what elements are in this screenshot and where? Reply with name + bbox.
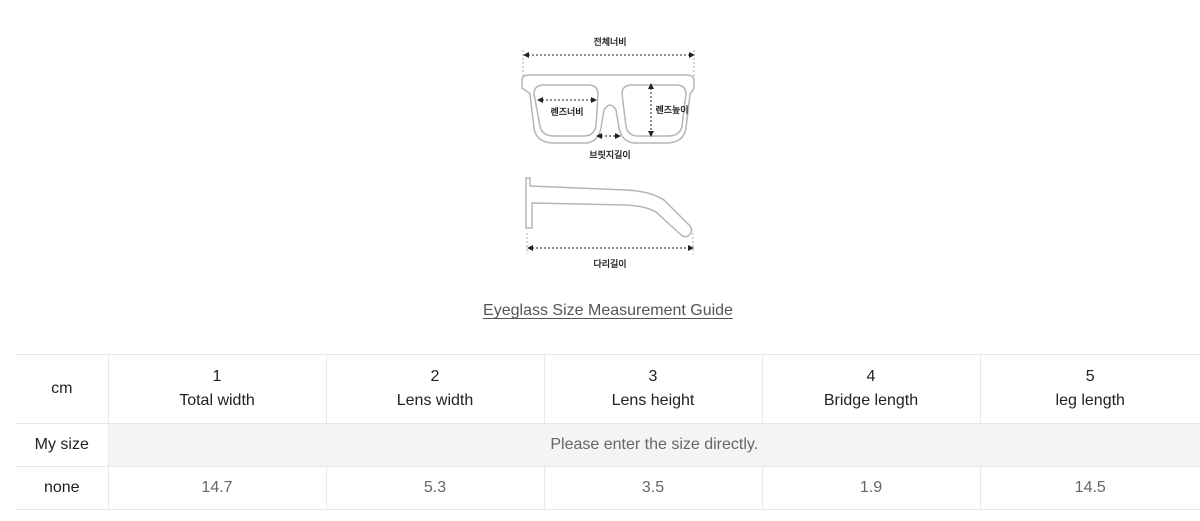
glasses-diagram-svg: 전체너비 렌즈너비 렌즈높이 브릿지길이 다리길이: [521, 36, 695, 270]
column-number: 1: [212, 368, 222, 385]
column-number: 3: [648, 368, 658, 385]
bridge-length-label: 브릿지길이: [589, 149, 630, 161]
right-lens-outline: [621, 84, 687, 137]
my-size-input-hint[interactable]: Please enter the size directly.: [107, 423, 1200, 467]
left-lens-outline: [533, 84, 599, 137]
row-label: none: [16, 466, 108, 510]
guide-link-container: Eyeglass Size Measurement Guide: [0, 302, 1200, 320]
column-header-bridge-length: 4 Bridge length: [761, 354, 980, 424]
lens-width-label: 렌즈너비: [550, 106, 583, 118]
column-number: 2: [430, 368, 440, 385]
value-lens-height: 3.5: [543, 466, 762, 510]
column-header-lens-height: 3 Lens height: [543, 354, 762, 424]
size-table: cm 1 Total width 2 Lens width 3 Lens hei…: [16, 354, 1200, 510]
column-name: leg length: [1055, 392, 1125, 409]
my-size-label: My size: [16, 423, 108, 467]
column-header-lens-width: 2 Lens width: [325, 354, 544, 424]
temple-outline: [525, 177, 693, 238]
value-lens-width: 5.3: [325, 466, 544, 510]
lens-height-label: 렌즈높이: [655, 104, 688, 116]
column-name: Total width: [179, 392, 255, 409]
size-guide-link[interactable]: Eyeglass Size Measurement Guide: [483, 302, 733, 319]
column-name: Lens width: [396, 392, 474, 409]
measurement-diagram: 전체너비 렌즈너비 렌즈높이 브릿지길이 다리길이: [500, 28, 720, 278]
column-header-leg-length: 5 leg length: [979, 354, 1200, 424]
table-row: none 14.7 5.3 3.5 1.9 14.5: [16, 466, 1200, 510]
value-total-width: 14.7: [107, 466, 326, 510]
value-leg-length: 14.5: [979, 466, 1200, 510]
column-number: 5: [1085, 368, 1095, 385]
my-size-row: My size Please enter the size directly.: [16, 423, 1200, 467]
column-header-total-width: 1 Total width: [107, 354, 326, 424]
unit-header: cm: [16, 354, 108, 424]
leg-length-label: 다리길이: [593, 258, 626, 270]
total-width-label: 전체너비: [593, 36, 626, 48]
value-bridge-length: 1.9: [761, 466, 980, 510]
column-name: Lens height: [611, 392, 695, 409]
column-name: Bridge length: [823, 392, 919, 409]
column-number: 4: [866, 368, 876, 385]
table-header-row: cm 1 Total width 2 Lens width 3 Lens hei…: [16, 354, 1200, 424]
front-frame-outline: [521, 74, 695, 144]
